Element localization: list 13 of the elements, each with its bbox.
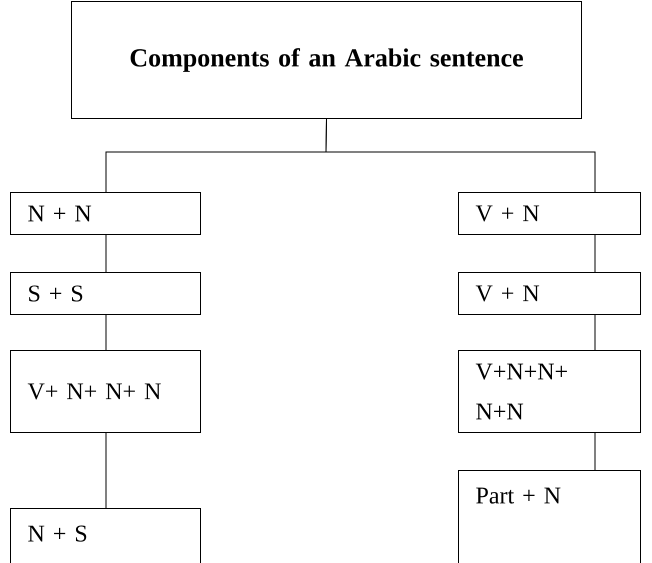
component-box: V+N+N+ N+N: [458, 350, 641, 433]
connector-line: [594, 314, 596, 350]
component-box: N + S: [10, 508, 201, 563]
connector-line: [594, 234, 596, 272]
connector-line: [326, 118, 596, 192]
component-box: S + S: [10, 272, 201, 315]
title-box: Components of an Arabic sentence: [71, 1, 582, 119]
component-box: V + N: [458, 192, 641, 235]
component-box: V+ N+ N+ N: [10, 350, 201, 433]
component-box: Part + N: [458, 470, 641, 563]
component-box: V + N: [458, 272, 641, 315]
connector-line: [594, 432, 596, 470]
component-box: N + N: [10, 192, 201, 235]
